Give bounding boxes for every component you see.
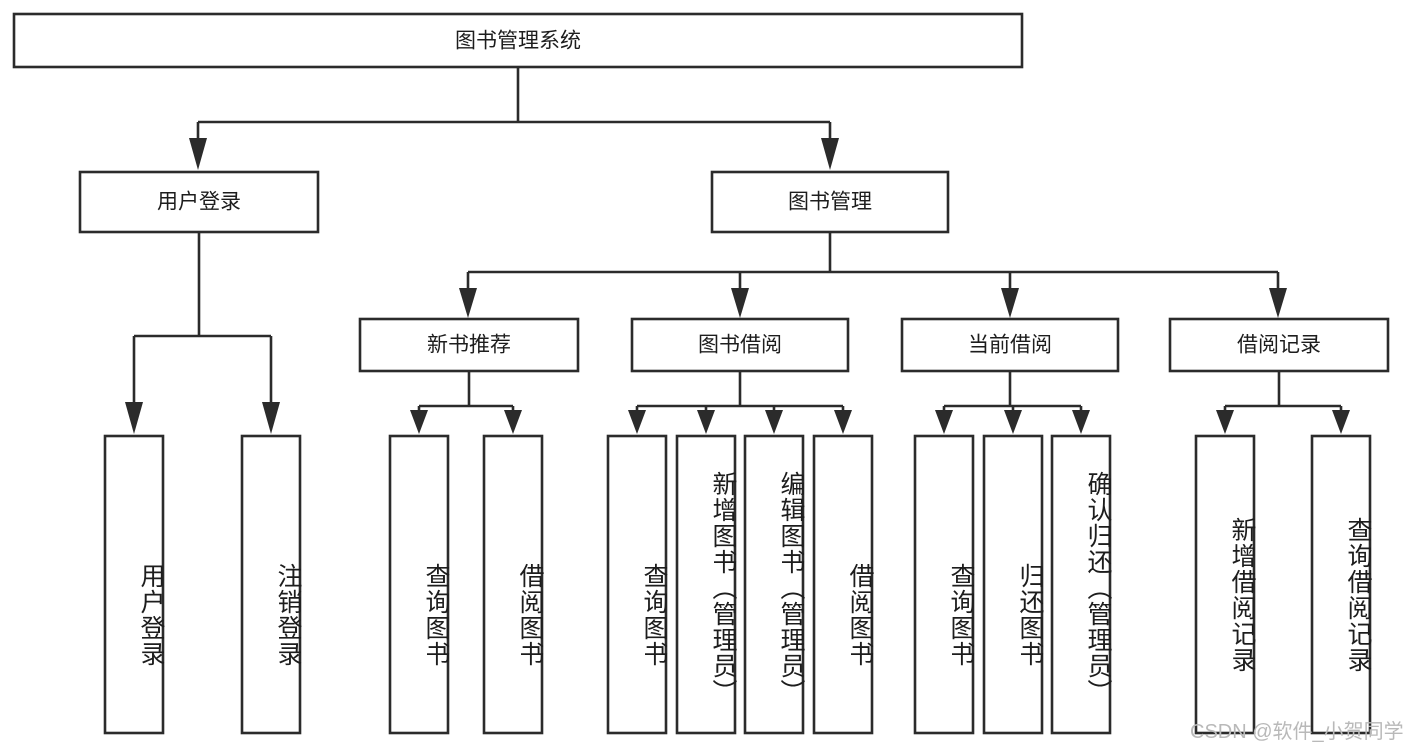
arrowhead-leaf-edit-book <box>765 410 783 434</box>
node-new-book-recommend[interactable]: 新书推荐 <box>358 317 580 373</box>
leaf-box-edit-book[interactable] <box>743 434 805 735</box>
new-book-recommend-box-rect <box>358 317 580 373</box>
arrowhead-leaf-query-book-2 <box>628 410 646 434</box>
arrowhead-leaf-query-record <box>1332 410 1350 434</box>
arrowhead-to-book-borrow <box>731 288 749 318</box>
book-borrow-box-label: 图书借阅 <box>698 334 782 357</box>
leaf-box-add-record[interactable] <box>1194 434 1256 735</box>
leaf-box-query-record[interactable] <box>1310 434 1372 735</box>
book-borrow-box-rect <box>630 317 850 373</box>
leaf-box-query-book-3[interactable] <box>913 434 975 735</box>
arrowhead-leaf-return-book <box>1004 410 1022 434</box>
borrow-record-box-rect <box>1168 317 1390 373</box>
arrowhead-leaf-confirm-return <box>1072 410 1090 434</box>
leaf-box-return-book[interactable] <box>982 434 1044 735</box>
leaf-box-borrow-book-2[interactable] <box>812 434 874 735</box>
current-borrow-box-rect <box>900 317 1120 373</box>
node-root[interactable]: 图书管理系统 <box>12 12 1024 69</box>
arrowhead-leaf-add-book <box>697 410 715 434</box>
leaf-box-borrow-book-1[interactable] <box>482 434 544 735</box>
arrowhead-to-borrow-record <box>1269 288 1287 318</box>
arrowhead-to-user-login <box>189 138 207 170</box>
book-manage-box-rect <box>710 170 950 234</box>
leaf-box-logout-login[interactable] <box>240 434 302 735</box>
arrowhead-to-current-borrow <box>1001 288 1019 318</box>
arrowhead-leaf-query-book-1 <box>410 410 428 434</box>
arrowhead-to-new-book-recommend <box>459 288 477 318</box>
leaf-box-query-book-1[interactable] <box>388 434 450 735</box>
csdn-watermark: CSDN @软件_小贺同学 <box>1190 721 1404 743</box>
root-box-label: 图书管理系统 <box>455 30 581 53</box>
leaf-box-add-book[interactable] <box>675 434 737 735</box>
arrowhead-to-book-manage <box>821 138 839 170</box>
leaf-box-user-login[interactable] <box>103 434 165 735</box>
arrowhead-leaf-add-record <box>1216 410 1234 434</box>
node-user-login[interactable]: 用户登录 <box>78 170 320 234</box>
user-login-box-label: 用户登录 <box>157 191 241 214</box>
book-manage-box-label: 图书管理 <box>788 191 872 214</box>
arrowhead-leaf-borrow-book-1 <box>504 410 522 434</box>
arrowhead-leaf-borrow-book-2 <box>834 410 852 434</box>
node-borrow-record[interactable]: 借阅记录 <box>1168 317 1390 373</box>
node-book-manage[interactable]: 图书管理 <box>710 170 950 234</box>
current-borrow-box-label: 当前借阅 <box>968 334 1052 357</box>
borrow-record-box-label: 借阅记录 <box>1237 334 1321 357</box>
node-book-borrow[interactable]: 图书借阅 <box>630 317 850 373</box>
arrowhead-leaf-logout-login <box>262 402 280 434</box>
arrowhead-leaf-user-login <box>125 402 143 434</box>
root-box-rect <box>12 12 1024 69</box>
node-current-borrow[interactable]: 当前借阅 <box>900 317 1120 373</box>
new-book-recommend-box-label: 新书推荐 <box>427 334 511 357</box>
leaf-box-query-book-2[interactable] <box>606 434 668 735</box>
leaf-box-confirm-return[interactable] <box>1050 434 1112 735</box>
arrowhead-leaf-query-book-3 <box>935 410 953 434</box>
